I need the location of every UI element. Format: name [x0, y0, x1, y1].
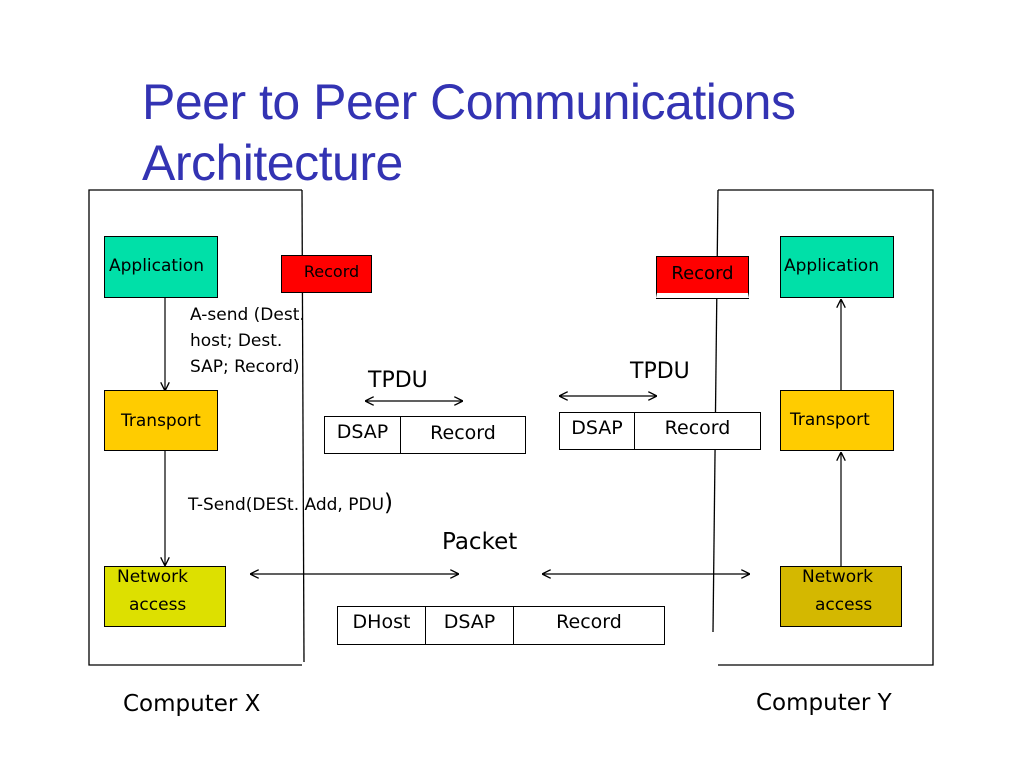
y-network-label-1: Network: [802, 567, 873, 587]
computer-x-frame: [88, 189, 302, 666]
tpdu-right-label: TPDU: [630, 359, 690, 384]
a-send-label-1: A-send (Dest.: [190, 305, 305, 325]
tpdu-left-record: Record: [400, 417, 525, 453]
computer-y-caption: Computer Y: [756, 690, 892, 716]
tpdu-left-dsap: DSAP: [336, 421, 389, 443]
x-network-label-2: access: [129, 595, 187, 615]
t-send-text: T-Send(DESt. Add, PDU: [188, 495, 385, 515]
x-transport-layer: Transport: [104, 390, 218, 451]
tpdu-right-frame: DSAP Record: [559, 412, 761, 450]
y-transport-layer: Transport: [780, 390, 894, 451]
computer-x-caption: Computer X: [123, 691, 261, 717]
t-send-paren: ): [384, 490, 393, 516]
x-network-label-1: Network: [117, 567, 188, 587]
y-record-box: Record: [656, 256, 749, 298]
a-send-label-2: host; Dest.: [190, 331, 283, 351]
title-line-1: Peer to Peer Communications: [142, 74, 796, 130]
y-network-access-layer: Network access: [780, 566, 902, 627]
x-application-label: Application: [109, 256, 204, 276]
tpdu-left-label: TPDU: [368, 368, 428, 393]
x-network-access-layer: Network access: [104, 566, 226, 627]
a-send-label-3: SAP; Record): [190, 357, 300, 377]
computer-y-frame: [718, 189, 934, 666]
packet-record: Record: [513, 607, 664, 644]
tpdu-left-frame: DSAP Record: [324, 416, 526, 454]
y-application-label: Application: [784, 256, 879, 276]
y-transport-label: Transport: [790, 410, 870, 430]
t-send-label: T-Send(DESt. Add, PDU): [188, 490, 393, 518]
y-network-label-2: access: [815, 595, 873, 615]
packet-dhost: DHost: [352, 611, 411, 633]
x-transport-label: Transport: [121, 411, 201, 431]
tpdu-right-record: Record: [634, 413, 760, 449]
title-line-2: Architecture: [142, 135, 403, 191]
tpdu-right-dsap: DSAP: [571, 417, 623, 439]
packet-label: Packet: [442, 529, 518, 555]
packet-dsap: DSAP: [425, 607, 513, 644]
x-record-box: Record: [281, 255, 372, 293]
x-application-layer: Application: [104, 236, 218, 298]
packet-frame: DHost DSAP Record: [337, 606, 665, 645]
slide-title: Peer to Peer Communications Architecture: [142, 72, 1002, 194]
y-application-layer: Application: [780, 236, 894, 298]
